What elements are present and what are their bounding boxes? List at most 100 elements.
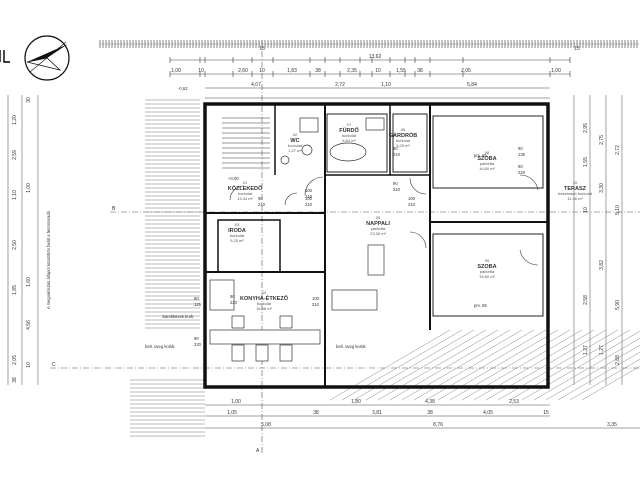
top-dim-label: 1,00 — [551, 68, 561, 74]
right-dim-label: 1,55 — [583, 157, 589, 167]
right-dim-label: 10 — [583, 207, 589, 213]
stair-note: Sarokkövek burk. — [162, 314, 194, 319]
bottom-dim-label: 15 — [543, 410, 549, 416]
hatch-line — [569, 358, 640, 401]
right-dim-label: 1,27 — [599, 345, 605, 355]
room-area: 13,44 m² — [237, 196, 253, 201]
top-dim-label: 4,07 — [251, 82, 261, 88]
door-size-label: 100 — [305, 196, 313, 201]
room-name: NAPPALI — [366, 221, 390, 227]
bottom-dim-label: 3,81 — [372, 410, 382, 416]
top-dim-label: 10 — [198, 68, 204, 74]
door-size-label: 210 — [393, 187, 401, 192]
glass-railing-note: belt. üveg korlát — [336, 344, 366, 349]
room-name: WC — [290, 138, 299, 144]
glass-railing-note: belt. üveg korlát — [145, 344, 175, 349]
top-dim-label: 2,60 — [238, 68, 248, 74]
room-area: 1,27 m² — [288, 148, 302, 153]
door-size-label: 90 — [518, 146, 523, 151]
bottom-dim-label: 5,08 — [261, 422, 271, 428]
door-size-label: 210 — [393, 152, 401, 157]
bottom-dim-row3: 5,08 8,76 3,35 — [261, 422, 617, 428]
top-dimension-ticks — [99, 40, 638, 77]
corner-mark — [0, 50, 10, 63]
bottom-dim-label: 8,76 — [433, 422, 443, 428]
left-dim-label: 2,59 — [12, 150, 18, 160]
hatch-line — [533, 337, 640, 401]
interior-stair — [222, 117, 270, 169]
top-dim-label: 15 — [574, 46, 580, 52]
left-dim-label: 10 — [26, 362, 32, 368]
left-dim-label: 1,85 — [12, 285, 18, 295]
bath-fixtures — [280, 117, 385, 165]
door-size-label: 90 — [194, 336, 199, 341]
exterior-steps — [130, 99, 205, 437]
outside-level: -0,62 — [178, 86, 188, 91]
room-floor-finish: burkolat — [288, 143, 303, 148]
room-floor-finish: parketta — [480, 269, 495, 274]
section-marker-a: A — [256, 448, 260, 454]
room-area: 23,36 m² — [370, 231, 386, 236]
left-dim-label: 2,50 — [12, 240, 18, 250]
hatch-line — [545, 344, 640, 401]
parapet-note: pm. 85 — [474, 303, 487, 308]
north-arrow-icon — [24, 35, 70, 81]
hatch-line — [581, 365, 640, 401]
door-size-label: 210 — [408, 202, 416, 207]
right-dim-label: 2,88 — [615, 355, 621, 365]
top-dim-label: 2,05 — [461, 68, 471, 74]
room-area: 15,60 m² — [479, 274, 495, 279]
room-name: KONYHA-ÉTKEZŐ — [240, 294, 289, 302]
top-dim-label: 5,84 — [467, 82, 477, 88]
right-dim-label: 5,10 — [615, 205, 621, 215]
left-dim-label: 1,10 — [12, 190, 18, 200]
top-dim-label: 38 — [417, 68, 423, 74]
room-area: 3,29 m² — [396, 143, 410, 148]
section-marker-c: C — [52, 362, 56, 368]
top-dim-label: 2,72 — [335, 82, 345, 88]
room-number: 06 — [401, 127, 406, 132]
bottom-dim-label: 4,05 — [483, 410, 493, 416]
bottom-dim-label: 38 — [313, 410, 319, 416]
bottom-dim-label: 3,35 — [607, 422, 617, 428]
room-number: 07 — [347, 122, 352, 127]
bottom-dim-label: 4,38 — [425, 399, 435, 405]
room-floor-finish: burkolat — [396, 138, 411, 143]
bottom-dim-label: 38 — [427, 410, 433, 416]
terrace-hatch — [329, 329, 640, 401]
room-name: SZOBA — [477, 264, 496, 270]
top-dim-label: 1,83 — [287, 68, 297, 74]
room-floor-finish: burkolat — [230, 233, 245, 238]
room-number: 10 — [573, 180, 578, 185]
door-size-label: 125 — [194, 302, 202, 307]
parapet-note: pm. 85 — [474, 153, 487, 158]
bottom-dim-row1: 1,00 1,80 4,38 2,53 — [231, 399, 519, 405]
room-number: 08 — [485, 150, 490, 155]
door-size-label: 100 — [408, 196, 416, 201]
door-size-label: 220 — [518, 170, 526, 175]
room-area: 16,60 m² — [479, 166, 495, 171]
bottom-dim-label: 1,05 — [227, 410, 237, 416]
room-area: 11,46 m² — [567, 196, 583, 201]
left-dimension-lines — [7, 95, 39, 385]
room-number: 05 — [376, 215, 381, 220]
door-size-label: 100 — [305, 188, 313, 193]
top-dim-overall: 13,62 — [369, 54, 382, 60]
door-size-label: 90 — [393, 181, 398, 186]
room-floor-finish: beszáradó burkolat — [558, 191, 593, 196]
room-number: 01 — [243, 180, 248, 185]
door-size-label: 210 — [305, 194, 313, 199]
room-name: KÖZLEKEDŐ — [228, 185, 263, 192]
top-dim-row2: 1,00 10 2,60 10 1,83 38 2,35 10 1,55 38 … — [171, 68, 561, 74]
top-dim-label: 1,00 — [171, 68, 181, 74]
left-side-note: A megvalósítás állapot küszöbön belül a … — [46, 210, 51, 309]
room-floor-finish: burkolat — [238, 191, 253, 196]
top-dim-label: 1,10 — [381, 82, 391, 88]
top-dim-label: 2,35 — [347, 68, 357, 74]
room-floor-finish: parketta — [371, 226, 386, 231]
room-floor-finish: parketta — [480, 161, 495, 166]
door-size-label: 210 — [258, 202, 266, 207]
door-size-label: 210 — [305, 202, 313, 207]
left-dim-label: 1,20 — [12, 115, 18, 125]
